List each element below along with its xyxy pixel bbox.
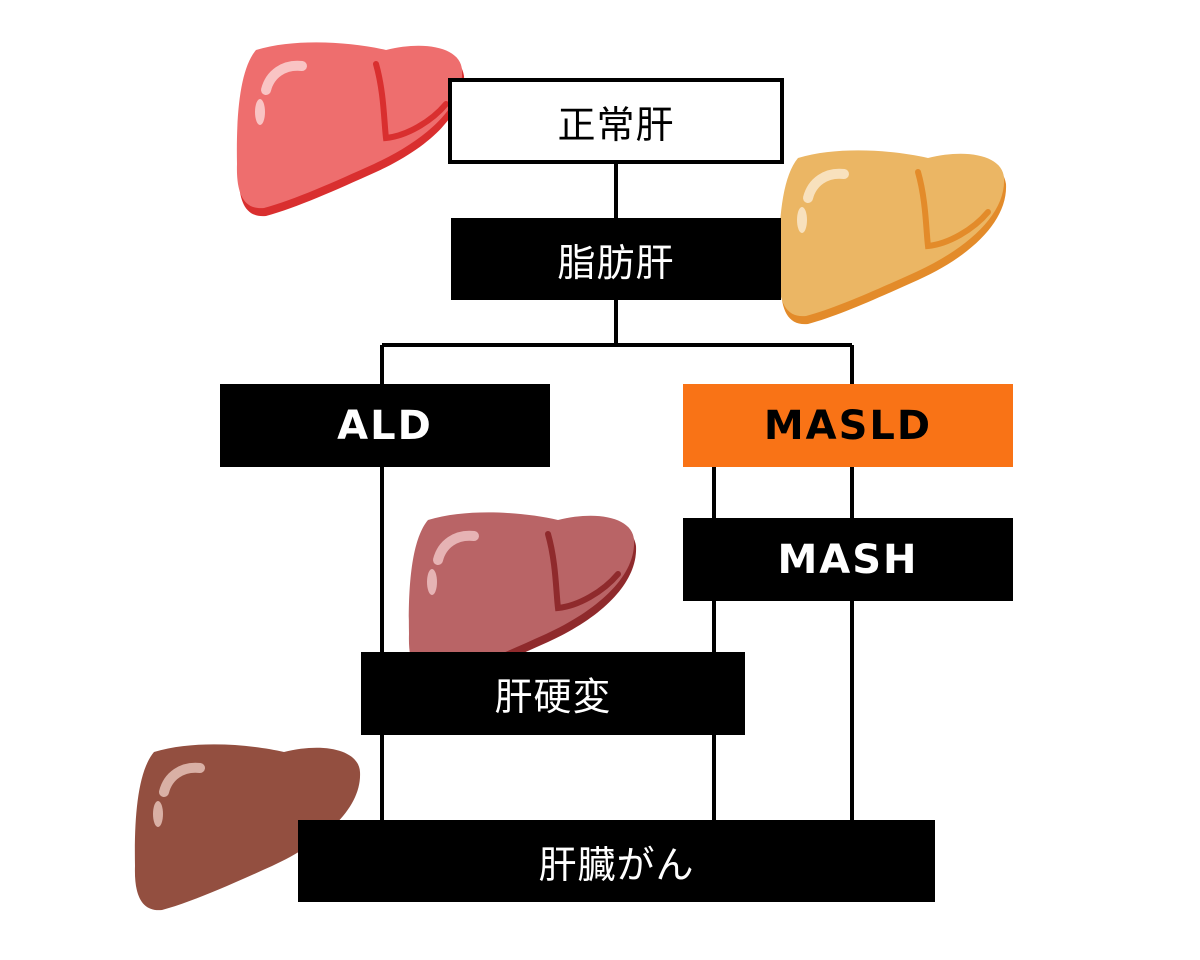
cirrhosis-liver-icon: [408, 512, 637, 687]
node-masld: MASLD: [683, 384, 1013, 467]
node-ald-label: ALD: [337, 402, 433, 449]
node-mash-label: MASH: [777, 536, 919, 583]
node-fatty-liver-label: 脂肪肝: [557, 240, 675, 285]
cancer-liver-icon: [134, 744, 361, 911]
node-cirrhosis: 肝硬変: [361, 652, 745, 735]
normal-liver-icon: [236, 42, 465, 217]
fatty-liver-icon: [778, 150, 1007, 325]
node-masld-label: MASLD: [763, 402, 933, 449]
node-mash: MASH: [683, 518, 1013, 601]
node-normal-liver-label: 正常肝: [557, 102, 675, 147]
node-fatty-liver: 脂肪肝: [451, 218, 781, 300]
node-ald: ALD: [220, 384, 550, 467]
node-normal-liver: 正常肝: [448, 78, 784, 164]
node-liver-cancer-label: 肝臓がん: [538, 842, 695, 887]
node-cirrhosis-label: 肝硬変: [494, 675, 612, 719]
node-liver-cancer: 肝臓がん: [298, 820, 935, 902]
